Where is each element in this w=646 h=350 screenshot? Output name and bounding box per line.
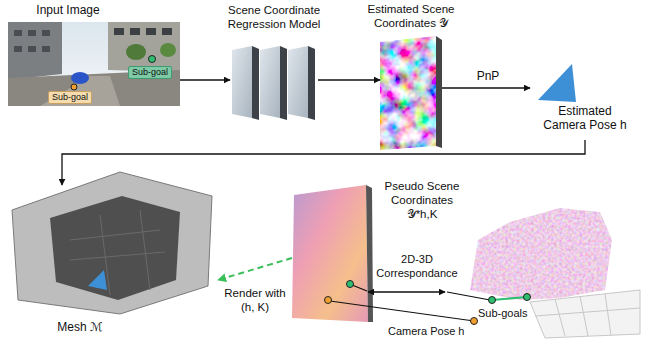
scene-coordinate-map	[380, 36, 436, 150]
point-cloud	[535, 308, 640, 316]
input-photo	[42, 30, 50, 36]
connector	[442, 87, 530, 88]
node-label: 𝒴*h,K	[372, 207, 472, 221]
node-label: Estimated Camera Pose h	[540, 104, 630, 132]
edge-label: Render with (h, K)	[222, 286, 288, 314]
scene-coordinate-map: Estimated Scene Coordinates 𝒴	[380, 38, 442, 150]
scene-coordinate-map	[380, 36, 442, 150]
input-photo	[42, 46, 50, 52]
node-label: Input Image	[18, 3, 118, 17]
camera-pose: Estimated Camera Pose h	[530, 60, 640, 140]
node-label: Pseudo Scene Coordinates	[372, 179, 472, 207]
pseudo-coordinate-map	[292, 185, 368, 322]
input-photo	[28, 30, 36, 36]
node-label: Estimated Scene Coordinates 𝒴	[355, 2, 467, 30]
scene-coordinate-map	[436, 36, 442, 148]
input-photo	[71, 84, 77, 90]
input-photo	[28, 46, 36, 52]
input-photo	[14, 46, 22, 52]
point-cloud: Sub-goalsCamera Pose h	[445, 205, 640, 330]
camera-pose-icon	[538, 64, 576, 102]
tag-label: Sub-goal	[48, 91, 92, 104]
input-photo	[14, 30, 22, 36]
node-label: Mesh ℳ	[40, 320, 120, 334]
input-photo	[126, 44, 146, 60]
pseudo-coordinate-map	[352, 285, 367, 291]
input-photo	[146, 28, 156, 35]
pseudo-coordinate-map	[325, 297, 332, 304]
mesh-model	[70, 252, 165, 260]
cnn-layers	[232, 46, 252, 118]
node-label: Scene Coordinate Regression Model	[220, 3, 328, 31]
cnn-layers	[308, 46, 315, 120]
point-cloud	[471, 318, 478, 325]
edge-label: PnP	[466, 69, 510, 83]
mesh-model	[50, 196, 180, 300]
mesh-model	[70, 230, 160, 240]
point-cloud	[555, 299, 565, 336]
point-cloud	[605, 294, 611, 335]
cnn-layers	[288, 46, 308, 118]
point-cloud	[447, 208, 640, 338]
input-photo	[130, 28, 140, 35]
connector	[218, 258, 292, 280]
input-image: Input ImageSub-goalSub-goal	[8, 22, 180, 106]
tag-label: Sub-goal	[128, 66, 172, 79]
mesh-model	[12, 172, 212, 314]
node-label: Camera Pose h	[388, 324, 464, 338]
node-label: Sub-goals	[478, 306, 528, 320]
mesh: Mesh ℳ	[5, 185, 218, 318]
input-photo	[160, 43, 176, 57]
pseudo-coordinate-map	[347, 281, 354, 288]
point-cloud	[524, 294, 531, 301]
point-cloud	[580, 296, 588, 336]
connector	[180, 79, 230, 80]
mesh-model	[140, 210, 150, 290]
input-photo	[114, 28, 124, 35]
input-photo	[149, 56, 156, 63]
connector	[368, 291, 445, 292]
cnn-layers	[280, 46, 287, 120]
input-photo	[8, 22, 180, 106]
point-cloud	[489, 297, 496, 304]
pseudo-coordinate-map: Pseudo Scene Coordinates𝒴*h,K	[292, 185, 368, 322]
input-photo	[108, 22, 180, 72]
pseudo-coordinate-map	[366, 185, 373, 322]
mesh-model	[88, 270, 107, 290]
cnn-layers	[252, 46, 259, 120]
connector	[318, 79, 380, 80]
point-cloud	[447, 292, 490, 300]
edge-label: 2D-3D Correspondance	[372, 252, 462, 280]
cnn-layers	[232, 46, 315, 120]
camera-pose-icon	[538, 64, 576, 102]
pseudo-coordinate-map	[330, 301, 474, 321]
subgoal-tag: Sub-goal	[128, 66, 172, 79]
subgoal-tag: Sub-goal	[48, 91, 92, 104]
cnn-layers	[260, 46, 280, 118]
point-cloud	[492, 297, 527, 300]
connector	[62, 140, 585, 185]
input-photo	[8, 22, 62, 80]
regression-model: Scene Coordinate Regression Model	[230, 45, 318, 120]
input-photo	[162, 28, 172, 35]
mesh-model	[12, 172, 212, 314]
input-photo	[8, 22, 180, 106]
input-photo	[71, 72, 89, 84]
point-cloud	[470, 208, 612, 300]
